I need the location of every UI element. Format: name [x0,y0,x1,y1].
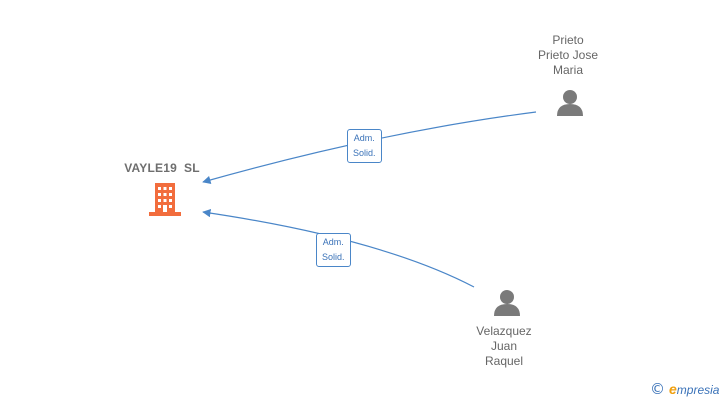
person-name-line: Velazquez [476,324,532,338]
person-icon[interactable] [494,290,520,316]
person-name-line: Maria [552,63,583,77]
brand-logo: empresia [669,381,719,397]
copyright-icon: © [650,380,665,398]
person-name-line: Prieto Jose [537,48,599,62]
footer-brand[interactable]: © empresia [650,380,719,398]
person-name[interactable]: Prieto Prieto Jose Maria [520,33,616,78]
company-name[interactable]: VAYLE19 SL [124,161,200,175]
edge-person2-to-company [202,208,475,288]
relation-label: Adm. Solid. [347,129,382,163]
relation-label-line: Solid. [353,148,376,158]
relation-label: Adm. Solid. [316,233,351,267]
relation-label-line: Solid. [322,252,345,262]
person-icon[interactable] [557,90,583,116]
person-name[interactable]: Velazquez Juan Raquel [456,324,552,369]
person-name-line: Raquel [484,354,524,368]
person-name-line: Prieto [552,33,584,47]
person-name-line: Juan [490,339,518,353]
brand-rest: mpresia [676,383,720,397]
relation-label-line: Adm. [353,133,375,143]
brand-initial: e [669,381,677,397]
relation-label-line: Adm. [322,237,344,247]
building-icon[interactable] [149,183,181,216]
